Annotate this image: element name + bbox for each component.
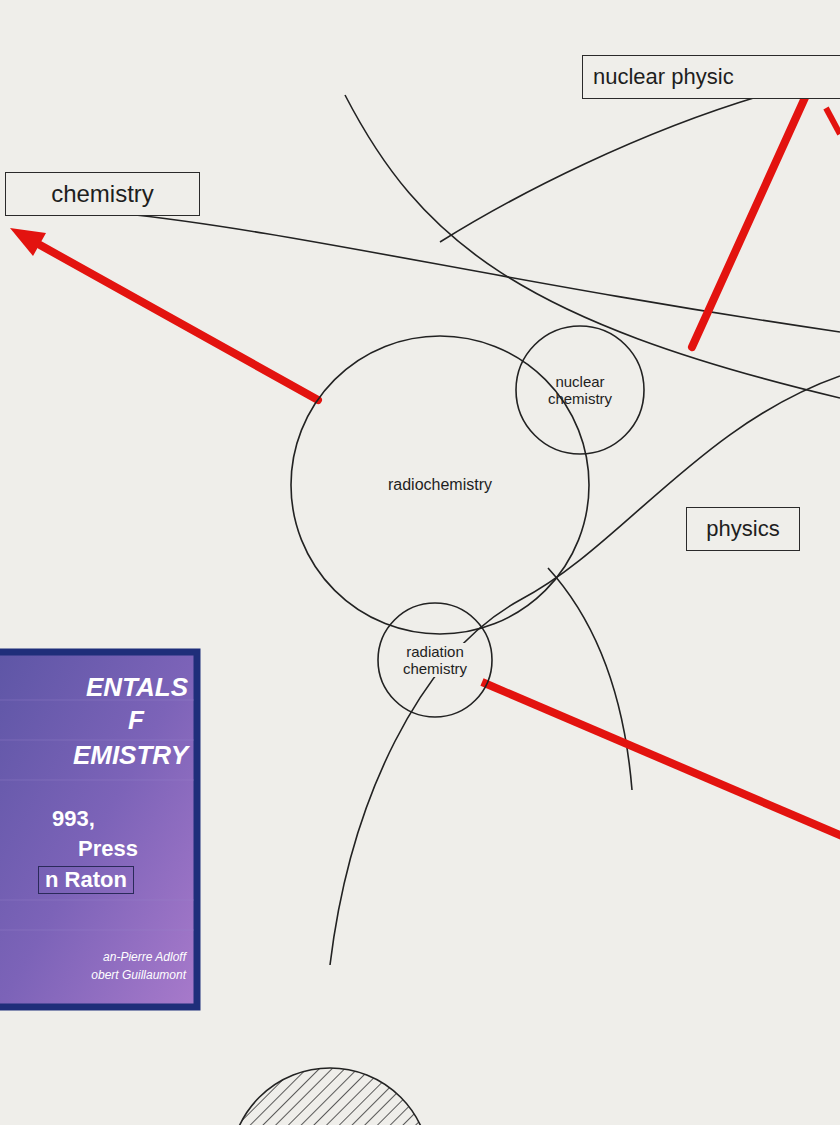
field-label: nuclear physic [593,64,734,90]
cover-title: ENTALS [86,672,188,703]
red-arrow [826,108,840,134]
cover-author: an-Pierre Adloff [103,950,186,964]
boundary-arc [548,568,632,790]
cover-grid [0,700,194,930]
boundary-arc [440,96,760,242]
boundary-arc [330,376,840,965]
book-cover [0,652,197,1007]
field-name: radiochemistry [386,476,494,494]
field-name: nuclear chemistry [534,373,626,408]
cover-publisher: Press [78,836,138,862]
field-box: nuclear physic [582,55,840,99]
field-box: chemistry [5,172,200,216]
cover-title: EMISTRY [73,740,188,771]
red-arrow [40,245,318,400]
field-label: chemistry [51,180,154,208]
red-arrowhead [10,228,46,256]
field-name: radiation chemistry [393,643,477,678]
cover-year: 993, [52,806,95,832]
red-arrow [482,682,840,836]
cover-title: F [128,705,144,736]
field-label: physics [706,516,779,542]
red-arrow [692,91,808,347]
cover-author: obert Guillaumont [91,968,186,982]
circle-outline [291,336,589,634]
cover-place: n Raton [38,866,134,894]
boundary-arc [118,213,840,332]
circle-outline [378,603,492,717]
hatched-circle [230,1068,430,1125]
field-box: physics [686,507,800,551]
boundary-arc [345,95,840,398]
book-cover-frame [0,652,197,1007]
field-circle: radiation chemistry [377,602,493,718]
field-circle: radiochemistry [290,335,590,635]
